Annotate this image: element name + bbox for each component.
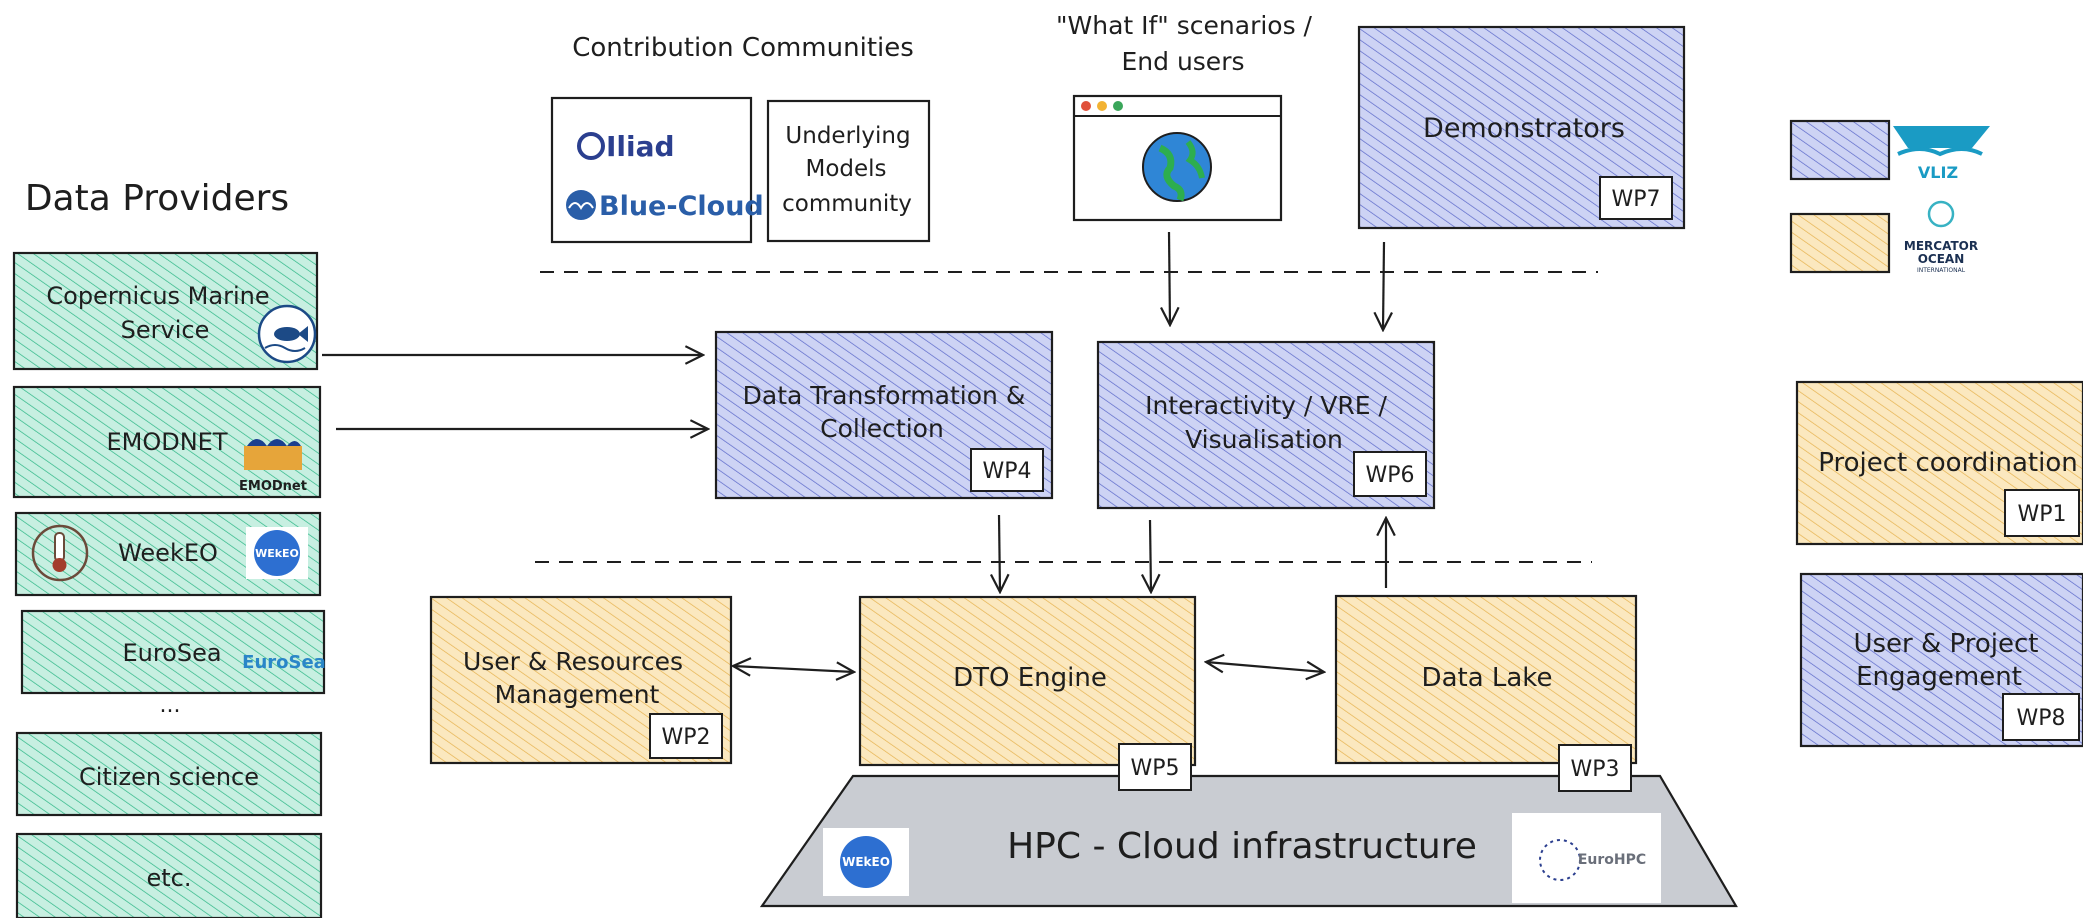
- user-resources-box: User & Resources Management WP2: [429, 595, 733, 765]
- provider-etc: etc.: [15, 832, 323, 918]
- underlying-label-2: Models: [805, 156, 886, 182]
- interactivity-label-1: Interactivity / VRE /: [1145, 391, 1387, 420]
- provider-eurosea-label: EuroSea: [122, 639, 221, 667]
- data-transformation-box: Data Transformation & Collection WP4: [714, 330, 1054, 500]
- dto-engine-label: DTO Engine: [953, 663, 1107, 693]
- mercator-logo-text-1: MERCATOR: [1904, 239, 1978, 253]
- bluecloud-logo: Blue-Cloud: [566, 190, 764, 222]
- mercator-logo-text-2: OCEAN: [1918, 252, 1965, 266]
- provider-weekeo-label: WeekEO: [118, 539, 218, 567]
- what-if-heading-1: "What If" scenarios /: [1056, 11, 1313, 40]
- wp8-badge: WP8: [2016, 706, 2065, 731]
- wp4-badge: WP4: [982, 459, 1031, 484]
- arrow-user-resources-dto: [733, 666, 854, 672]
- underlying-models-box: Underlying Models community: [766, 99, 931, 243]
- provider-citizen-label: Citizen science: [79, 763, 259, 791]
- providers-ellipsis: ...: [160, 693, 181, 718]
- underlying-label-1: Underlying: [785, 123, 910, 149]
- provider-citizen-science: Citizen science: [15, 731, 323, 817]
- hpc-eurohpc-logo-text: EuroHPC: [1578, 852, 1646, 868]
- iliad-logo-text: Iliad: [606, 130, 675, 163]
- mercator-logo-text-3: INTERNATIONAL: [1917, 267, 1966, 274]
- hpc-label: HPC - Cloud infrastructure: [1007, 826, 1477, 867]
- arrow-dto-datalake: [1206, 662, 1324, 672]
- arrow-browser-to-interactivity: [1169, 231, 1170, 325]
- community-logos-box: Iliad Blue-Cloud: [550, 96, 764, 244]
- user-resources-label-1: User & Resources: [463, 647, 683, 676]
- arrow-interactivity-to-dto: [1150, 519, 1151, 592]
- demonstrators-label: Demonstrators: [1423, 113, 1625, 144]
- contribution-communities-heading: Contribution Communities: [572, 33, 914, 63]
- flow-arrows: [322, 231, 1386, 672]
- project-coordination-label: Project coordination: [1818, 448, 2078, 478]
- data-transformation-label-1: Data Transformation &: [743, 381, 1026, 410]
- underlying-label-3: community: [782, 191, 912, 217]
- data-lake-label: Data Lake: [1422, 663, 1553, 693]
- provider-copernicus-label-1: Copernicus Marine: [46, 282, 269, 310]
- hpc-weekeo-logo: WEkEO: [823, 828, 909, 896]
- provider-emodnet: EMODNET EMODnet: [12, 385, 322, 499]
- user-resources-label-2: Management: [495, 680, 660, 709]
- provider-etc-label: etc.: [147, 864, 192, 892]
- bluecloud-logo-text: Blue-Cloud: [599, 191, 764, 222]
- vliz-logo: VLIZ: [1893, 126, 1990, 182]
- iliad-logo: Iliad: [577, 130, 675, 163]
- weekeo-logo-text: WEkEO: [255, 547, 299, 560]
- provider-copernicus: Copernicus Marine Service: [12, 251, 319, 371]
- hpc-eurohpc-logo: EuroHPC: [1512, 813, 1661, 903]
- interactivity-box: Interactivity / VRE / Visualisation WP6: [1096, 340, 1436, 510]
- fish-icon: [257, 304, 317, 364]
- wp6-badge: WP6: [1365, 463, 1414, 488]
- provider-emodnet-label: EMODNET: [106, 428, 227, 456]
- wp7-badge: WP7: [1611, 187, 1660, 212]
- interactivity-label-2: Visualisation: [1185, 425, 1343, 454]
- dto-engine-box: DTO Engine WP5: [858, 595, 1197, 791]
- wp2-badge: WP2: [661, 725, 710, 750]
- globe-icon: [1142, 132, 1212, 202]
- mercator-ocean-logo: MERCATOR OCEAN INTERNATIONAL: [1904, 200, 1978, 274]
- emodnet-logo: EMODnet: [239, 439, 307, 494]
- provider-weekeo: WeekEO WEkEO: [14, 511, 322, 597]
- wp1-badge: WP1: [2017, 502, 2066, 527]
- legend: VLIZ MERCATOR OCEAN INTERNATIONAL: [1789, 119, 1990, 274]
- wp3-badge: WP3: [1570, 757, 1619, 782]
- what-if-heading-2: End users: [1121, 47, 1244, 76]
- data-lake-box: Data Lake WP3: [1334, 594, 1638, 792]
- user-project-engagement-box: User & Project Engagement WP8: [1799, 572, 2083, 748]
- data-providers-heading: Data Providers: [25, 178, 289, 219]
- thermometer-icon: [31, 524, 89, 582]
- project-coordination-box: Project coordination WP1: [1795, 380, 2083, 546]
- provider-eurosea: EuroSea EuroSea: [20, 609, 326, 695]
- emodnet-logo-text: EMODnet: [239, 479, 307, 494]
- arrow-transform-to-dto: [999, 514, 1000, 592]
- data-transformation-label-2: Collection: [820, 414, 944, 443]
- eurosea-logo-text: EuroSea: [242, 652, 326, 673]
- vliz-logo-text: VLIZ: [1918, 163, 1958, 182]
- provider-copernicus-label-2: Service: [121, 316, 210, 344]
- hpc-cloud-infrastructure: WEkEO HPC - Cloud infrastructure EuroHPC: [759, 774, 1738, 908]
- user-project-label-1: User & Project: [1853, 629, 2038, 659]
- weekeo-logo: WEkEO: [246, 527, 308, 579]
- wp5-badge: WP5: [1130, 756, 1179, 781]
- hpc-weekeo-logo-text: WEkEO: [842, 855, 890, 869]
- demonstrators-box: Demonstrators WP7: [1357, 25, 1686, 230]
- user-project-label-2: Engagement: [1856, 662, 2022, 692]
- browser-window-icon: [1072, 94, 1283, 222]
- arrow-demonstrators-to-interactivity: [1383, 241, 1384, 330]
